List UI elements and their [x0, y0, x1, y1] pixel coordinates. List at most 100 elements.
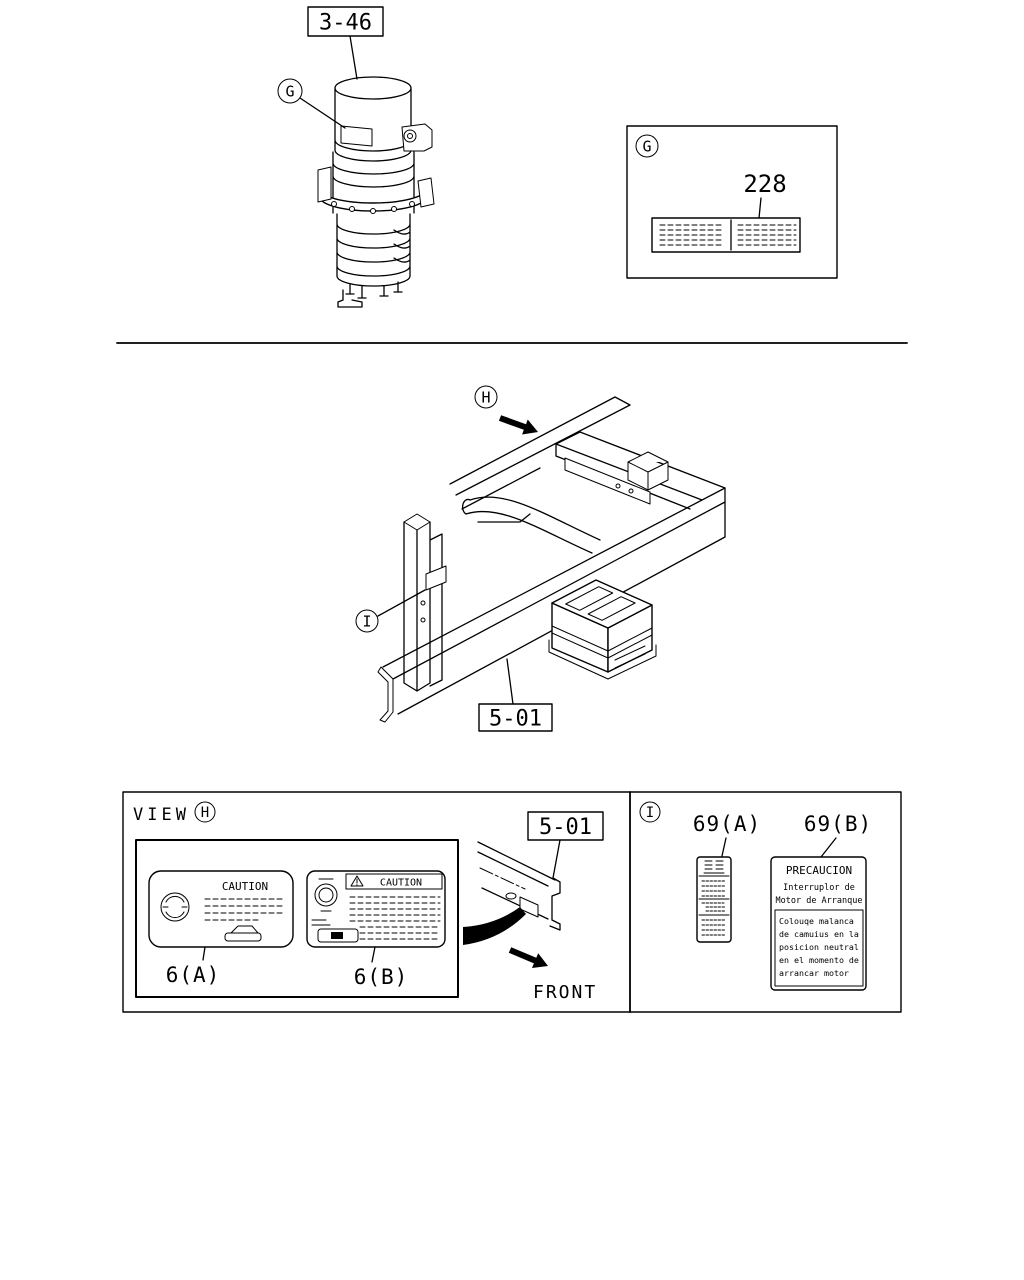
- view-h-section: VIEW H CAUTION 6(A) CAU: [133, 801, 604, 1003]
- battery-box: [548, 579, 657, 680]
- far-side-rail: [449, 396, 631, 510]
- detail-g-panel: G 228: [626, 125, 838, 279]
- caution-label-6a: CAUTION: [148, 870, 294, 948]
- label-69a-heading-marks: [703, 860, 725, 874]
- label-6b-text-lines: [349, 896, 441, 940]
- callout-h-letter: H: [481, 389, 490, 407]
- front-label: FRONT: [533, 982, 597, 1003]
- left-bracket: [317, 166, 332, 203]
- flange-bolts: [331, 201, 415, 214]
- knob-position-marks: [311, 878, 334, 926]
- bolt: [349, 206, 355, 212]
- label-6a-part-number: 6(A): [166, 963, 221, 987]
- canister-lower-body: [336, 213, 411, 287]
- label-6a-outline: [148, 870, 294, 948]
- callout-h-circle: [474, 385, 498, 409]
- ref-box-3-46: [307, 6, 384, 37]
- label-69b-subtitle-line: Motor de Arranque: [776, 896, 863, 906]
- view-h-callout-circle: [194, 801, 216, 823]
- label-69b-title: PRECAUCION: [786, 864, 852, 877]
- caution-label-6b: CAUTION: [306, 870, 446, 948]
- frame-center-line: [479, 867, 526, 890]
- detail-i-section: I 69(A) 69(B) PRECAUCION Interruplor de …: [639, 801, 872, 991]
- callout-g-leader: [299, 97, 346, 129]
- view-title: VIEW: [133, 805, 190, 825]
- view-h-callout-letter: H: [201, 805, 209, 821]
- bolt: [370, 208, 376, 214]
- callout-g-letter: G: [285, 83, 294, 101]
- curved-arrow-icon: [463, 907, 526, 945]
- ref-box-5-01-view: [527, 811, 604, 841]
- battery-cell-slot: [565, 586, 614, 611]
- plate-hole: [628, 488, 634, 494]
- ref-box-5-01: [478, 703, 553, 732]
- ref-leader-line: [349, 35, 358, 80]
- right-bracket: [417, 177, 435, 208]
- label-69b-body-box: [774, 909, 864, 987]
- label-69b-body-line: en el momento de: [779, 955, 859, 965]
- battery-cell-slot: [587, 596, 636, 621]
- bolt: [391, 206, 397, 212]
- post-strap: [425, 565, 447, 591]
- warning-triangle-icon: [350, 875, 364, 887]
- ref-5-01-view-leader: [552, 839, 561, 879]
- detail-g-callout-circle: [635, 134, 659, 158]
- label-69b-body-line: posicion neutral: [779, 942, 859, 952]
- chassis-figure: H I 5-01: [355, 385, 726, 732]
- bottom-fittings: [345, 281, 403, 299]
- frame-rail-section: [477, 841, 561, 931]
- switch-knob-inner: [318, 887, 334, 903]
- callout-i-letter: I: [362, 613, 371, 631]
- label-6b-leader: [371, 946, 376, 963]
- near-side-rail: [382, 487, 726, 715]
- label-69b-part-number: 69(B): [804, 812, 872, 836]
- detail-i-callout-circle: [639, 801, 661, 823]
- label-6b-part-number: 6(B): [354, 965, 409, 989]
- front-arrow-icon: [508, 947, 548, 968]
- detail-g-frame: [626, 125, 838, 279]
- label-228-text-lines: [659, 224, 797, 246]
- post-top-cap: [403, 513, 431, 531]
- label-6a-text-lines: [204, 898, 286, 921]
- label-6a-heading: CAUTION: [222, 880, 268, 893]
- label-69b-body-line: arrancar motor: [779, 968, 849, 978]
- label-69a: [696, 856, 732, 943]
- cab-support-post: [403, 513, 447, 692]
- part-number-228: 228: [743, 170, 786, 198]
- ref-number-3-46: 3-46: [319, 11, 372, 36]
- label-6b-header-bar: [345, 873, 443, 890]
- detail-g-callout-letter: G: [642, 138, 651, 156]
- label-69b-body-line: Colouqe malanca: [779, 916, 854, 926]
- switch-knob-marks: [162, 895, 188, 919]
- battery-box-top: [551, 579, 653, 629]
- labels-inset-frame: [135, 839, 459, 998]
- label-6b-heading: CAUTION: [380, 878, 422, 889]
- frame-hole: [505, 892, 517, 900]
- air-dryer-canister: [317, 76, 435, 308]
- canister-flange: [319, 188, 427, 212]
- bolt: [409, 201, 415, 207]
- ref-number-5-01: 5-01: [489, 707, 542, 732]
- switch-knob-icon: [160, 892, 190, 922]
- label-69b-body-line: de camuius en la: [779, 929, 859, 939]
- rail-end-channel: [377, 666, 394, 723]
- battery-box-bands: [548, 625, 657, 680]
- mounting-ear-hole-inner: [407, 133, 413, 139]
- tube-crossmember: [461, 496, 601, 554]
- label-location-tag: [519, 896, 539, 918]
- callout-g-circle: [277, 78, 303, 104]
- canister-housing: [332, 151, 415, 214]
- callout-i-leader: [377, 589, 426, 617]
- part-228-leader: [758, 197, 762, 219]
- post-body: [403, 521, 443, 692]
- post-hole: [420, 600, 426, 606]
- bottom-detail-panel: VIEW H CAUTION 6(A) CAU: [122, 791, 902, 1013]
- label-69b: PRECAUCION Interruplor de Motor de Arran…: [770, 856, 867, 991]
- label-69a-leader: [721, 837, 727, 857]
- label-69a-part-number: 69(A): [693, 812, 761, 836]
- bottom-bracket: [337, 289, 363, 308]
- canister-cap: [334, 76, 412, 162]
- label-69a-text-lines: [701, 880, 727, 936]
- plate-hole: [615, 483, 621, 489]
